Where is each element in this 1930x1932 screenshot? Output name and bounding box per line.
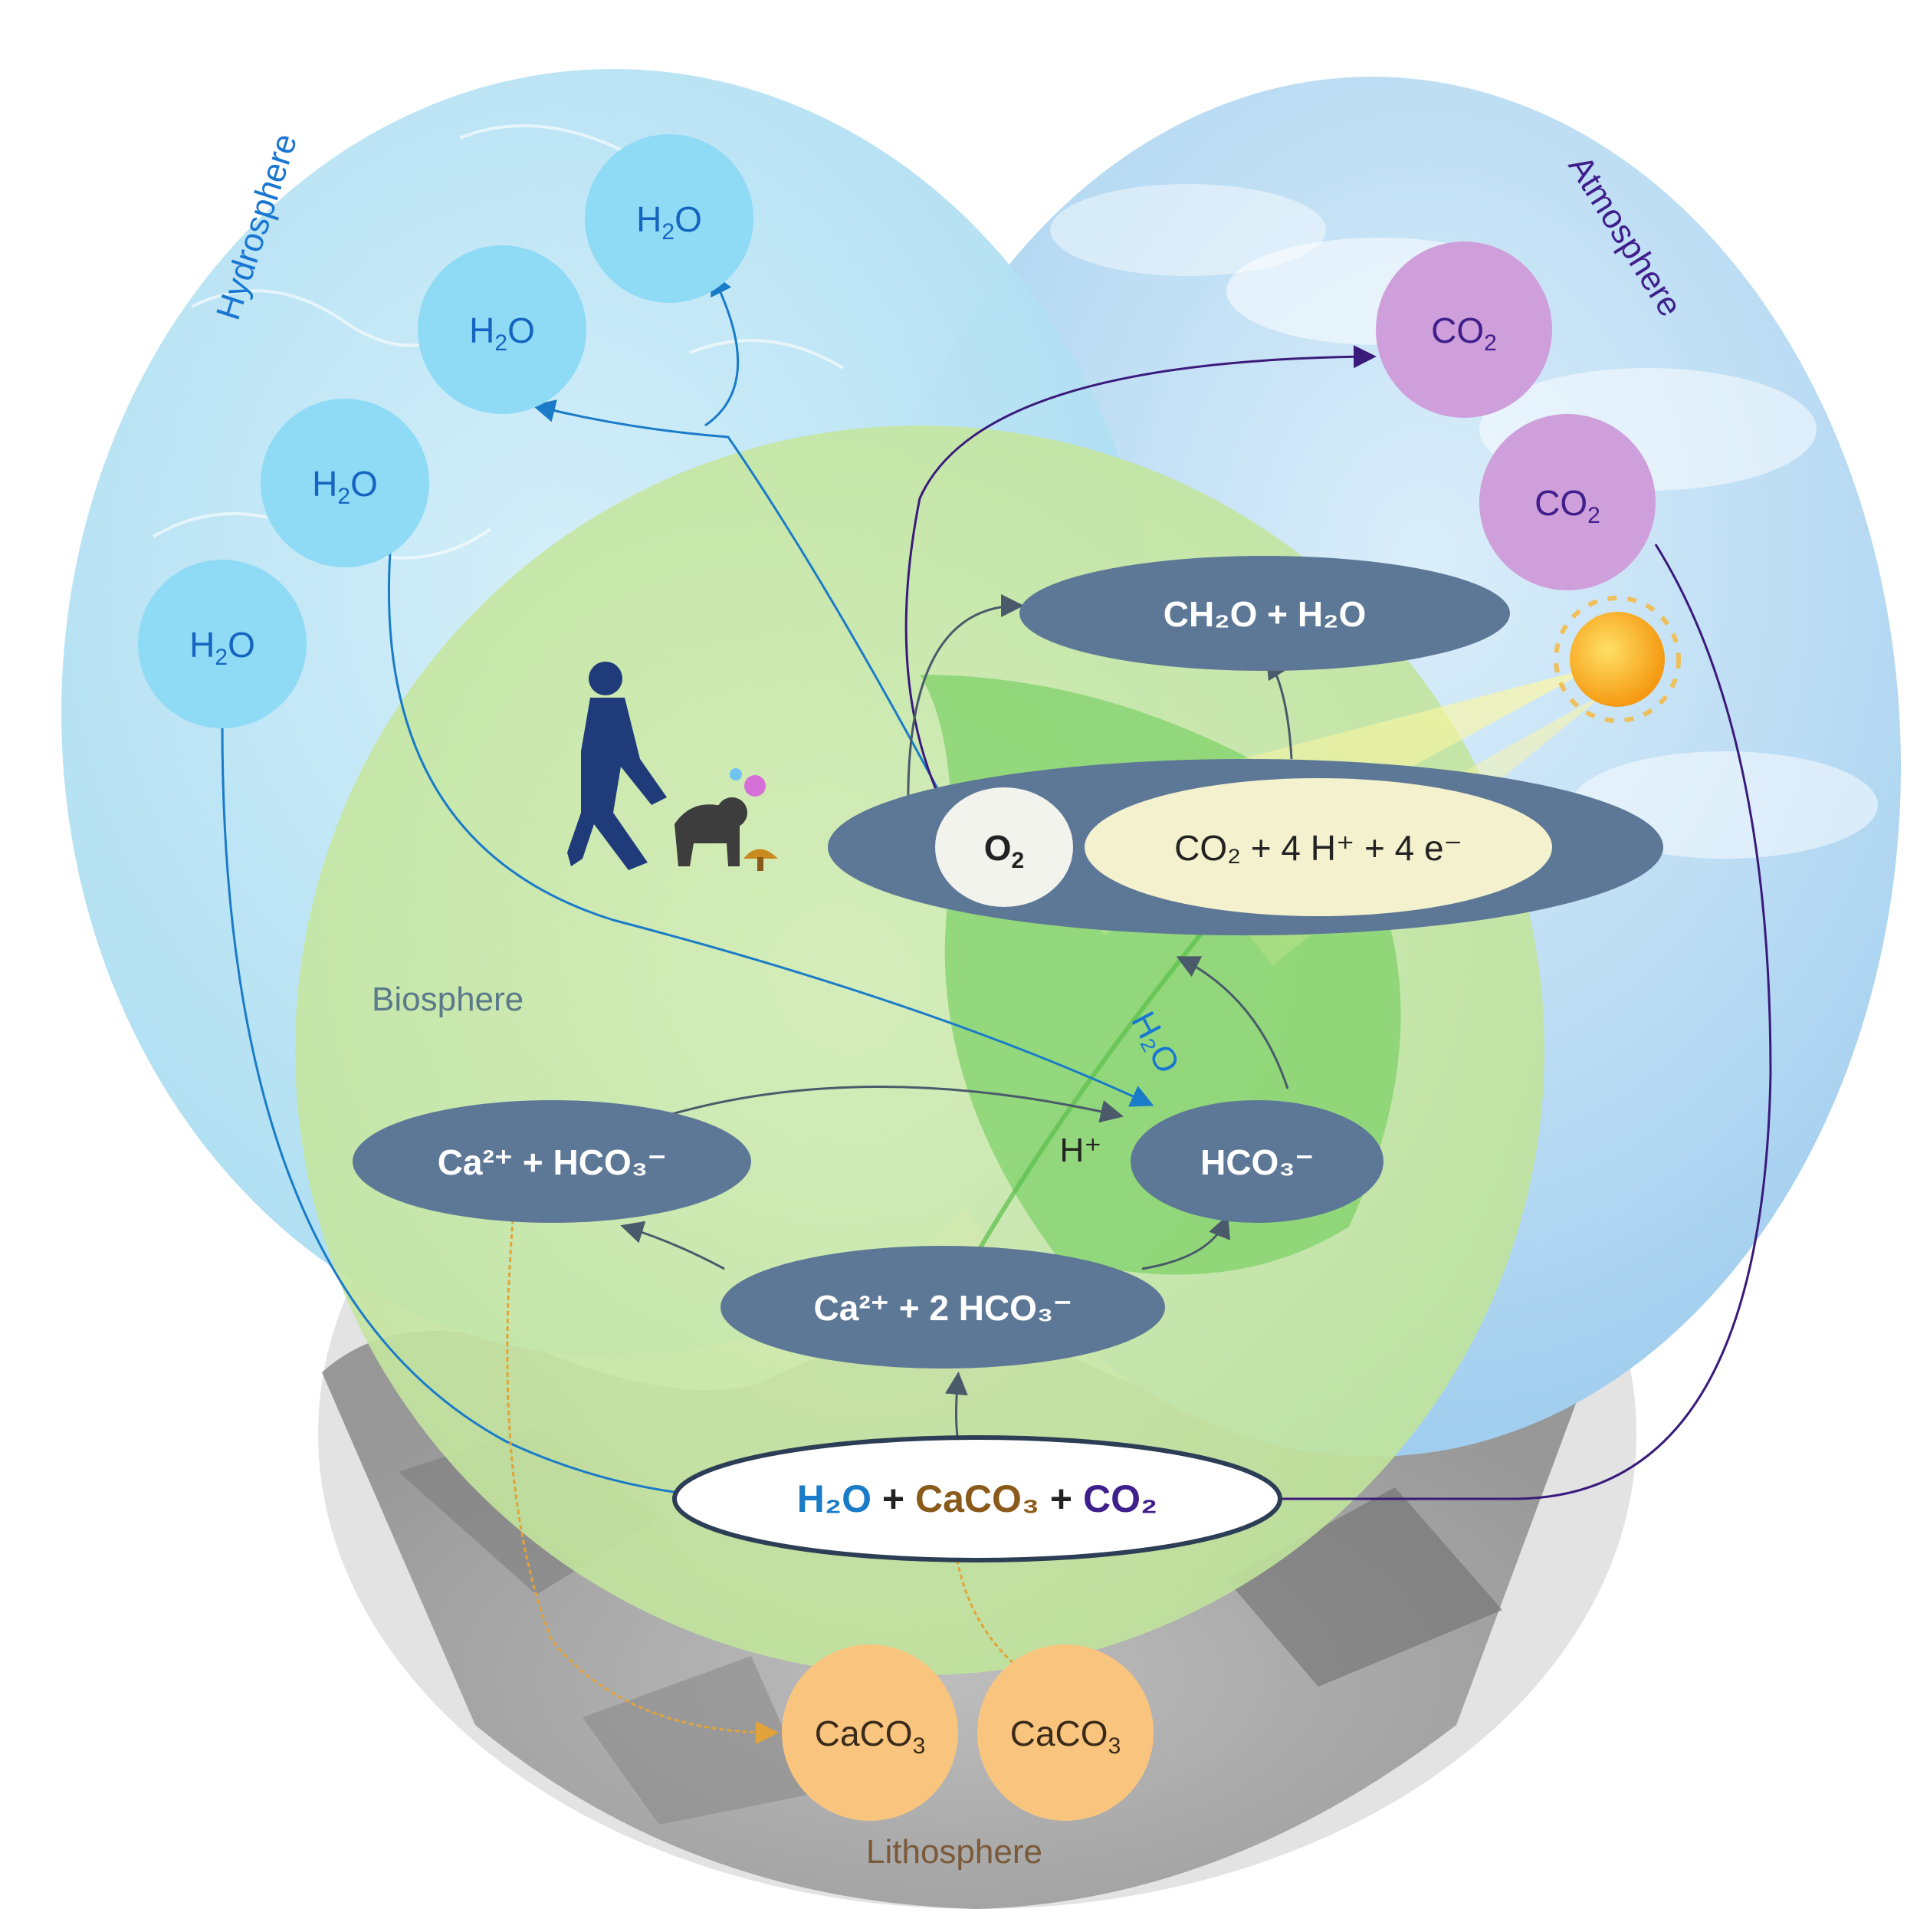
- bubble-icon: [730, 768, 766, 797]
- svg-text:CH₂O + H₂O: CH₂O + H₂O: [1164, 594, 1367, 634]
- water-arrow-4: [704, 271, 740, 427]
- water-arrow-3: [532, 399, 952, 813]
- grey-arrow-hco3-up: [1176, 956, 1289, 1089]
- water-arrow-2: [387, 540, 1154, 1107]
- grey-arrow-ch2o: [907, 594, 1024, 813]
- lithosphere-label: Lithosphere: [866, 1833, 1042, 1871]
- caco3-arrow-down: [506, 1211, 779, 1744]
- svg-text:H2O: H2O: [636, 199, 702, 245]
- co2-node: CO2: [1376, 242, 1552, 418]
- water-arrow-1: [221, 724, 794, 1511]
- h-plus-label: H⁺: [1060, 1132, 1102, 1169]
- sun-icon: [1554, 596, 1681, 723]
- water-node: H2O: [138, 560, 307, 728]
- svg-text:CaCO3: CaCO3: [1010, 1714, 1121, 1759]
- svg-text:H2O: H2O: [312, 464, 378, 509]
- svg-text:Ca²⁺ + HCO₃⁻: Ca²⁺ + HCO₃⁻: [438, 1142, 667, 1182]
- water-node: H2O: [585, 134, 753, 303]
- ca-2hco3-node: Ca²⁺ + 2 HCO₃⁻: [720, 1246, 1165, 1368]
- person-icon: [567, 662, 667, 870]
- reaction-node: H₂O + CaCO₃ + CO₂: [672, 1435, 1282, 1562]
- grey-arrow-left: [620, 1221, 725, 1270]
- co2-arrow-in: [1145, 544, 1772, 1510]
- ca-hco3-node: Ca²⁺ + HCO₃⁻: [353, 1100, 751, 1223]
- co2-node: CO2: [1479, 414, 1656, 590]
- svg-text:Ca²⁺ + 2 HCO₃⁻: Ca²⁺ + 2 HCO₃⁻: [814, 1288, 1072, 1328]
- svg-text:O2: O2: [984, 828, 1024, 873]
- caco3-node: CaCO3: [782, 1644, 958, 1821]
- svg-text:CO₂ + 4 H⁺ + 4 e⁻: CO₂ + 4 H⁺ + 4 e⁻: [1174, 828, 1462, 868]
- o2-node: O2: [935, 787, 1073, 907]
- mushroom-icon: [743, 849, 778, 871]
- co2-h-e-node: CO₂ + 4 H⁺ + 4 e⁻: [1085, 778, 1552, 916]
- svg-text:H2O: H2O: [469, 310, 535, 356]
- svg-text:H₂O + CaCO₃ + CO₂: H₂O + CaCO₃ + CO₂: [797, 1477, 1157, 1520]
- grey-arrow-ca-hco3: [666, 1086, 1124, 1123]
- dog-icon: [675, 797, 747, 866]
- caco3-node: CaCO3: [977, 1644, 1154, 1821]
- water-node: H2O: [418, 245, 586, 414]
- grey-arrow-right: [1141, 1214, 1230, 1270]
- water-node: H2O: [261, 399, 429, 567]
- svg-text:CO2: CO2: [1431, 310, 1497, 356]
- biosphere-label: Biosphere: [372, 981, 524, 1018]
- svg-text:H2O: H2O: [189, 625, 255, 670]
- svg-text:CO2: CO2: [1534, 483, 1600, 528]
- hco3-node: HCO₃⁻: [1131, 1100, 1383, 1223]
- svg-text:HCO₃⁻: HCO₃⁻: [1200, 1142, 1314, 1182]
- svg-text:CaCO3: CaCO3: [815, 1714, 926, 1759]
- ch2o-h2o-node: CH₂O + H₂O: [1019, 556, 1510, 671]
